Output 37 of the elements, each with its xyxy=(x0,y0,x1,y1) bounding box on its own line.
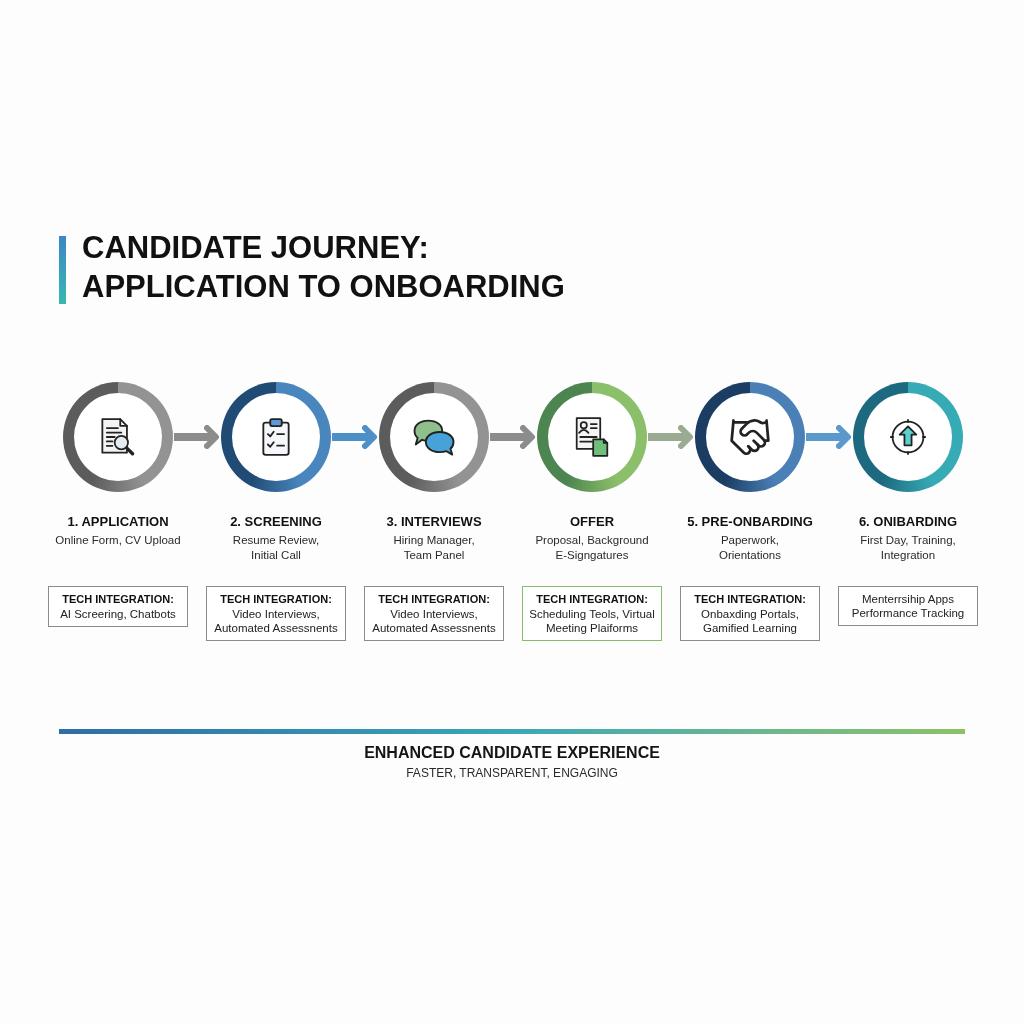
card-heading: TECH INTEGRATION: xyxy=(62,592,174,607)
footer-heading: ENHANCED CANDIDATE EXPERIENCE xyxy=(364,743,660,763)
card-text: Onbaxding Portals, Gamified Learning xyxy=(700,607,800,635)
arrow xyxy=(648,425,693,449)
info-card xyxy=(522,586,662,641)
step-description: Paperwork, Orientations xyxy=(718,533,782,563)
arrow xyxy=(174,425,219,449)
card-text: Video Interviews, Automated Assessnents xyxy=(213,607,339,635)
card-text: Scheduling Teols, Virtual Meeting Plaiforms xyxy=(528,607,656,635)
card-heading: TECH INTEGRATION: xyxy=(378,592,490,607)
card-text: Menterrsihip Apps Performance Tracking xyxy=(850,592,966,620)
step-description: Hiring Manager, Team Panel xyxy=(392,533,476,563)
arrow xyxy=(332,425,377,449)
card-heading: TECH INTEGRATION: xyxy=(220,592,332,607)
arrow xyxy=(490,425,535,449)
info-card xyxy=(364,586,504,641)
card-heading: TECH INTEGRATION: xyxy=(694,592,806,607)
step-title: OFFER xyxy=(569,513,615,531)
card-text: Video Interviews, Automated Assessnents xyxy=(371,607,497,635)
step-title: 2. SCREENING xyxy=(230,513,322,531)
step-title: 5. PRE-ONBARDING xyxy=(687,513,813,531)
step-title: 3. INTERVIEWS xyxy=(386,513,482,531)
info-card xyxy=(206,586,346,641)
info-card xyxy=(838,586,978,626)
step-description: Resume Review, Initial Call xyxy=(231,533,321,563)
step-description: Proposal, Background E-Signgatures xyxy=(534,533,650,563)
step-title: 1. APPLICATION xyxy=(67,513,169,531)
card-heading: TECH INTEGRATION: xyxy=(536,592,648,607)
step-description: Online Form, CV Upload xyxy=(54,533,182,548)
footer-text: FASTER, TRANSPARENT, ENGAGING xyxy=(406,765,618,781)
card-text: AI Screering, Chatbots xyxy=(60,607,176,621)
step-title: 6. ONIBARDING xyxy=(858,513,958,531)
diagram-title: CANDIDATE JOURNEY: APPLICATION TO ONBOARDING xyxy=(82,229,566,306)
arrow xyxy=(806,425,851,449)
info-card xyxy=(48,586,188,627)
step-description: First Day, Training, Integration xyxy=(859,533,957,563)
info-card xyxy=(680,586,820,641)
